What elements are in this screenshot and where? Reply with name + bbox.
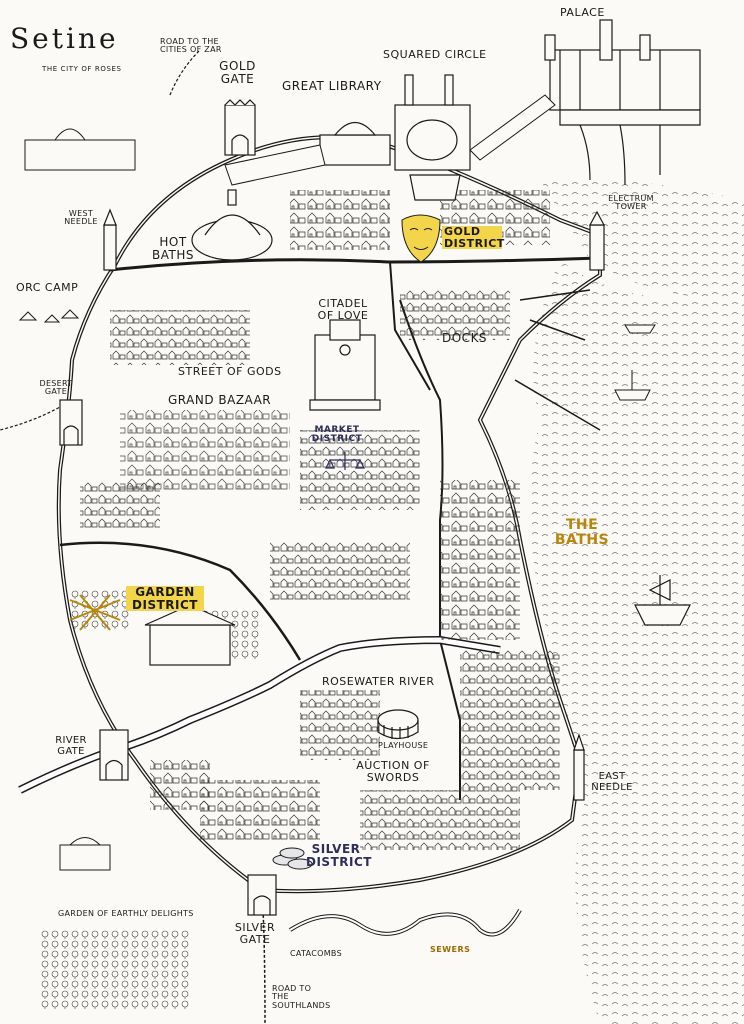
garden-manor-icon: [144, 604, 236, 666]
label-sewers: Sewers: [430, 945, 471, 954]
mask-icon: [401, 214, 441, 263]
label-squared-circle: Squared Circle: [383, 48, 487, 61]
label-palace: Palace: [560, 6, 605, 19]
sea: [530, 260, 744, 1024]
label-gold-gate: Gold Gate: [219, 59, 256, 86]
silver-gate-icon: [247, 874, 277, 916]
label-silver-district: Silver District: [306, 842, 372, 869]
label-gold-district: Gold District: [442, 225, 505, 250]
label-market-district: Market District: [311, 425, 363, 445]
label-west-needle: West Needle: [64, 209, 98, 227]
label-rosewater-river: Rosewater River: [322, 675, 435, 688]
library-dome-icon: [319, 121, 391, 166]
scales-icon: [325, 452, 365, 470]
river-gate-icon: [99, 729, 129, 781]
palace-icon: [544, 19, 701, 186]
citadel-of-love-icon: [309, 319, 381, 411]
label-street-of-gods: Street of Gods: [178, 365, 282, 378]
sewer-lines: [288, 909, 522, 937]
label-garden-district: Garden District: [126, 586, 204, 612]
map-subtitle: The city of roses: [42, 65, 122, 73]
label-grand-bazaar: Grand Bazaar: [168, 393, 272, 407]
label-citadel-of-love: Citadel of Love: [317, 297, 369, 322]
label-road-zar: Road to the cities of Zar: [160, 37, 222, 55]
electrum-tower-icon: [588, 210, 606, 271]
label-electrum-tower: Electrum Tower: [608, 194, 654, 212]
label-road-southlands: Road to the Southlands: [272, 984, 331, 1010]
label-great-library: Great Library: [282, 79, 382, 93]
desert-gate-icon: [59, 399, 83, 446]
map-title: Setine: [10, 22, 119, 55]
label-playhouse: Playhouse: [378, 741, 429, 750]
ship-icon: [634, 575, 691, 626]
label-the-baths: The Baths: [554, 517, 610, 548]
label-river-gate: River Gate: [55, 735, 87, 757]
label-docks: Docks: [442, 331, 488, 345]
hot-baths-dome-icon: [191, 189, 273, 261]
playhouse-icon: [377, 709, 419, 740]
squared-circle-icon: [394, 74, 471, 201]
label-hot-baths: Hot Baths: [152, 235, 194, 262]
label-catacombs: Catacombs: [290, 949, 342, 958]
east-needle-tower-icon: [573, 733, 585, 801]
west-needle-tower-icon: [103, 208, 117, 271]
docks-piers: [514, 289, 601, 431]
label-garden-of-earthly-delights: Garden of Earthly Delights: [58, 909, 194, 918]
label-desert-gate: Desert Gate: [39, 379, 73, 397]
coin-stack-icon: [272, 847, 313, 870]
label-east-needle: East Needle: [591, 771, 633, 793]
label-auction-of-swords: Auction of Swords: [356, 759, 430, 784]
label-orc-camp: Orc Camp: [16, 281, 79, 294]
gold-gate-icon: [224, 99, 256, 156]
garden-maze-icon: [69, 594, 121, 631]
label-silver-gate: Silver Gate: [234, 921, 276, 946]
